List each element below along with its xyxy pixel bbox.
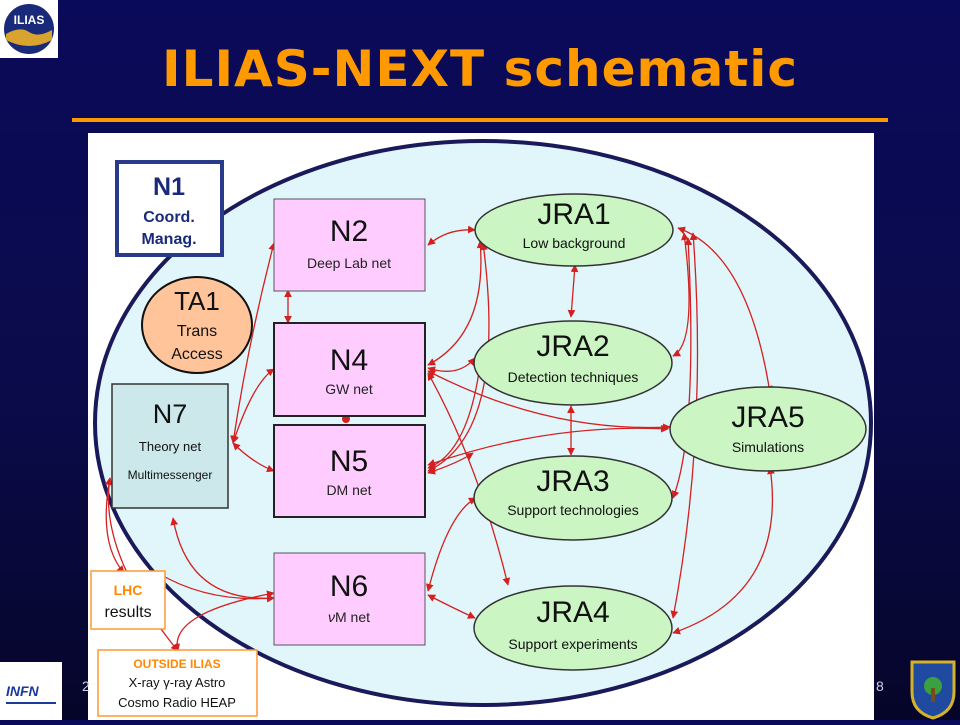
jra3-label: JRA3 (536, 465, 609, 498)
schematic-diagram: N1 Coord. Manag. TA1 Trans Access N7 The… (90, 139, 873, 717)
node-jra3: JRA3 Support technologies (473, 455, 673, 541)
node-n5: N5 DM net (273, 424, 426, 518)
footer-right-text: 8 (876, 678, 884, 694)
n7-label: N7 (153, 399, 188, 429)
jra4-label: JRA4 (536, 596, 609, 629)
n4-sub: GW net (325, 381, 373, 397)
node-n2: N2 Deep Lab net (273, 198, 426, 292)
jra5-label: JRA5 (731, 401, 804, 434)
footer-left-text: 2 (82, 678, 90, 694)
lhc-line1: LHC (114, 582, 143, 598)
arrow-jra1-jra2 (567, 264, 579, 318)
jra2-label: JRA2 (536, 330, 609, 363)
outside-line2: X-ray γ-ray Astro (129, 675, 226, 690)
n1-sub2: Manag. (141, 231, 196, 248)
svg-text:ILIAS: ILIAS (14, 13, 45, 27)
n4-label: N4 (330, 344, 368, 377)
node-n7: N7 Theory net Multimessenger (111, 383, 229, 509)
node-jra2: JRA2 Detection techniques (473, 320, 673, 406)
n6-label: N6 (330, 570, 368, 603)
jra5-sub: Simulations (732, 439, 804, 455)
arrow-n7-n4 (231, 368, 275, 444)
arrow-n6-jra3 (425, 497, 477, 592)
jra1-sub: Low background (523, 235, 626, 251)
n1-sub1: Coord. (143, 209, 195, 226)
arrow-outside-n6 (172, 590, 275, 652)
ta1-sub2: Access (171, 346, 223, 363)
arrow-n6-jra4 (427, 594, 476, 619)
n6-sub-text: M net (335, 609, 370, 625)
n6-sub: νM net (328, 609, 370, 625)
outside-line1: OUTSIDE ILIAS (133, 657, 220, 671)
university-crest (906, 658, 960, 720)
n1-label: N1 (153, 173, 185, 201)
node-outside: OUTSIDE ILIAS X-ray γ-ray Astro Cosmo Ra… (97, 649, 258, 717)
arrow-jra4-jra5b (672, 466, 775, 635)
node-ta1: TA1 Trans Access (141, 276, 253, 374)
infn-logo: INFN (0, 662, 62, 720)
n5-label: N5 (330, 445, 368, 478)
n5-sub: DM net (326, 482, 371, 498)
outside-line3: Cosmo Radio HEAP (118, 695, 236, 710)
node-n4: N4 GW net (273, 322, 426, 417)
connection-arrows (104, 225, 775, 652)
jra3-sub: Support technologies (507, 502, 639, 518)
title-underline (72, 118, 888, 122)
arrow-n7-n5 (232, 442, 275, 473)
n2-label: N2 (330, 215, 368, 248)
n7-sub1: Theory net (139, 439, 202, 454)
node-jra1: JRA1 Low background (474, 193, 674, 267)
slide-title: ILIAS-NEXT schematic (161, 40, 798, 98)
diagram-panel: N1 Coord. Manag. TA1 Trans Access N7 The… (88, 133, 874, 720)
node-n1: N1 Coord. Manag. (115, 160, 224, 257)
n2-sub: Deep Lab net (307, 255, 391, 271)
jra2-sub: Detection techniques (508, 369, 639, 385)
ta1-label: TA1 (174, 286, 220, 316)
arrow-n4-jra5 (427, 370, 671, 432)
node-jra5: JRA5 Simulations (669, 386, 867, 472)
jra4-sub: Support experiments (508, 636, 637, 652)
node-jra4: JRA4 Support experiments (473, 585, 673, 671)
n7-sub2: Multimessenger (128, 468, 213, 482)
node-lhc: LHC results (90, 570, 166, 630)
ta1-sub1: Trans (177, 323, 217, 340)
n6-sub-prefix: ν (328, 609, 335, 625)
jra1-label: JRA1 (537, 198, 610, 231)
ilias-logo: ILIAS (0, 0, 58, 58)
lhc-line2: results (104, 604, 151, 621)
node-n6: N6 νM net (273, 552, 426, 646)
svg-text:INFN: INFN (6, 683, 40, 699)
